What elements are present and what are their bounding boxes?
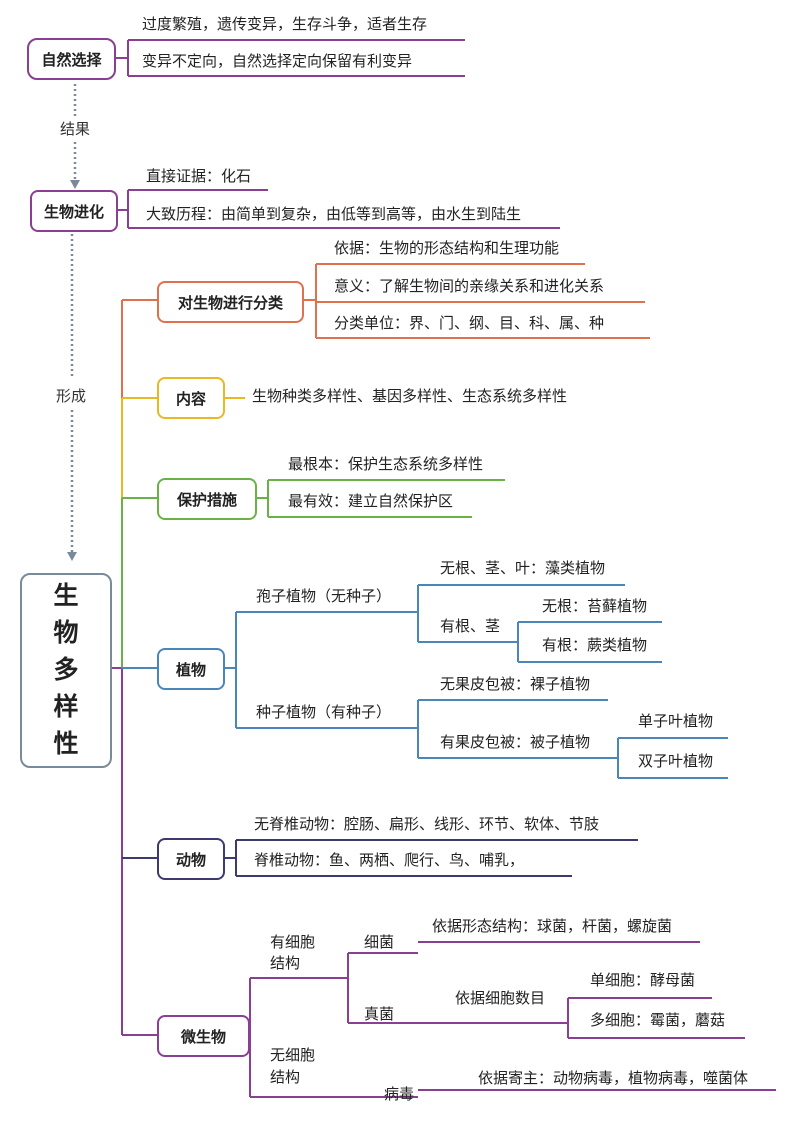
animals-lines [225, 839, 638, 877]
fern: 有根：蕨类植物 [542, 637, 648, 654]
classify-lines [304, 263, 650, 339]
root-char: 样 [53, 693, 79, 721]
microbes-node[interactable]: 微生物 [157, 1015, 250, 1057]
invertebrates: 无脊椎动物：腔肠、扁形、线形、环节、软体、节肢 [254, 816, 600, 833]
bacteria: 细菌 [364, 934, 395, 951]
evolution-node[interactable]: 生物进化 [30, 190, 118, 232]
biodiversity-root-node[interactable]: 生 物 多 样 性 [20, 573, 112, 768]
result-label: 结果 [60, 121, 91, 138]
content-node[interactable]: 内容 [157, 377, 225, 419]
natural-selection-item-2: 变异不定向，自然选择定向保留有利变异 [142, 53, 413, 70]
evolution-item-2: 大致历程：由简单到复杂，由低等到高等，由水生到陆生 [146, 206, 522, 223]
cellular-line-2: 结构 [270, 955, 301, 972]
dotted-arrows [70, 84, 77, 552]
angiosperm: 有果皮包被：被子植物 [440, 734, 591, 751]
animals-node[interactable]: 动物 [157, 838, 225, 880]
plants-lines [225, 584, 728, 779]
root-char: 生 [53, 582, 79, 610]
classify-item-1: 依据：生物的形态结构和生理功能 [334, 240, 560, 257]
fungi-basis: 依据细胞数目 [455, 990, 546, 1007]
content-text: 生物种类多样性、基因多样性、生态系统多样性 [252, 388, 568, 405]
classify-node[interactable]: 对生物进行分类 [157, 281, 304, 323]
classify-item-3: 分类单位：界、门、纲、目、科、属、种 [334, 315, 605, 332]
evolution-item-1: 直接证据：化石 [146, 168, 252, 185]
dicot: 双子叶植物 [638, 753, 714, 770]
monocot: 单子叶植物 [638, 713, 714, 730]
seed-plants: 种子植物（有种子） [256, 704, 392, 721]
algae: 无根、茎、叶：藻类植物 [440, 560, 606, 577]
natural-selection-node[interactable]: 自然选择 [27, 38, 116, 80]
cellular-line-1: 有细胞 [270, 934, 316, 951]
root-char: 性 [53, 730, 79, 758]
protect-node[interactable]: 保护措施 [157, 478, 257, 520]
evolution-lines [118, 189, 560, 229]
multicellular: 多细胞：霉菌，蘑菇 [590, 1012, 726, 1029]
moss: 无根：苔藓植物 [542, 598, 648, 615]
acellular-line-2: 结构 [270, 1069, 301, 1086]
acellular-line-1: 无细胞 [270, 1047, 316, 1064]
gymnosperm: 无果皮包被：裸子植物 [440, 676, 591, 693]
root-char: 物 [53, 619, 79, 647]
unicellular: 单细胞：酵母菌 [590, 972, 696, 989]
spore-plants: 孢子植物（无种子） [256, 588, 392, 605]
fungi: 真菌 [364, 1006, 395, 1023]
plants-node[interactable]: 植物 [157, 648, 225, 690]
microbes-lines [249, 941, 776, 1098]
protect-item-2: 最有效：建立自然保护区 [288, 493, 454, 510]
arrow-heads [67, 180, 80, 561]
protect-lines [257, 479, 505, 518]
classify-item-2: 意义：了解生物间的亲缘关系和进化关系 [334, 278, 605, 295]
vertebrates: 脊椎动物：鱼、两栖、爬行、鸟、哺乳， [254, 852, 525, 869]
spore-with-root: 有根、茎 [440, 618, 501, 635]
natural-selection-item-1: 过度繁殖，遗传变异，生存斗争，适者生存 [142, 16, 428, 33]
form-label: 形成 [56, 388, 87, 405]
virus: 病毒 [384, 1086, 415, 1103]
natural-selection-lines [116, 39, 465, 77]
root-char: 多 [53, 656, 79, 684]
bacteria-basis: 依据形态结构：球菌，杆菌，螺旋菌 [432, 918, 673, 935]
protect-item-1: 最根本：保护生态系统多样性 [288, 456, 484, 473]
virus-basis: 依据寄主：动物病毒，植物病毒，噬菌体 [478, 1070, 749, 1087]
